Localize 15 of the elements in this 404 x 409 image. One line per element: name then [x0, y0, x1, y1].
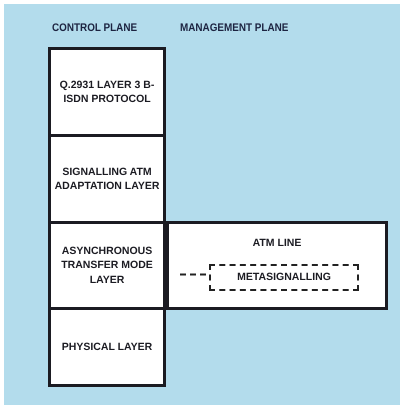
dashed-connector	[180, 274, 206, 276]
dashed-box	[209, 264, 359, 291]
box-label: PHYSICAL LAYER	[62, 340, 152, 354]
box-label: SIGNALLING ATM ADAPTATION LAYER	[54, 164, 160, 194]
box-label: METASIGNALLING	[237, 270, 331, 285]
plane-heading: MANAGEMENT PLANE	[180, 22, 288, 34]
plane-heading: CONTROL PLANE	[52, 22, 138, 34]
layer-box	[166, 221, 388, 310]
box-label: ATM LINE	[252, 236, 302, 250]
layer-box	[48, 134, 166, 224]
layer-box	[48, 47, 166, 137]
box-label: Q.2931 LAYER 3 B-ISDN PROTOCOL	[58, 78, 156, 106]
box-label: ASYNCHRONOUS TRANSFER MODE LAYER	[60, 244, 154, 287]
layer-box	[48, 221, 166, 310]
layer-box	[48, 307, 166, 387]
